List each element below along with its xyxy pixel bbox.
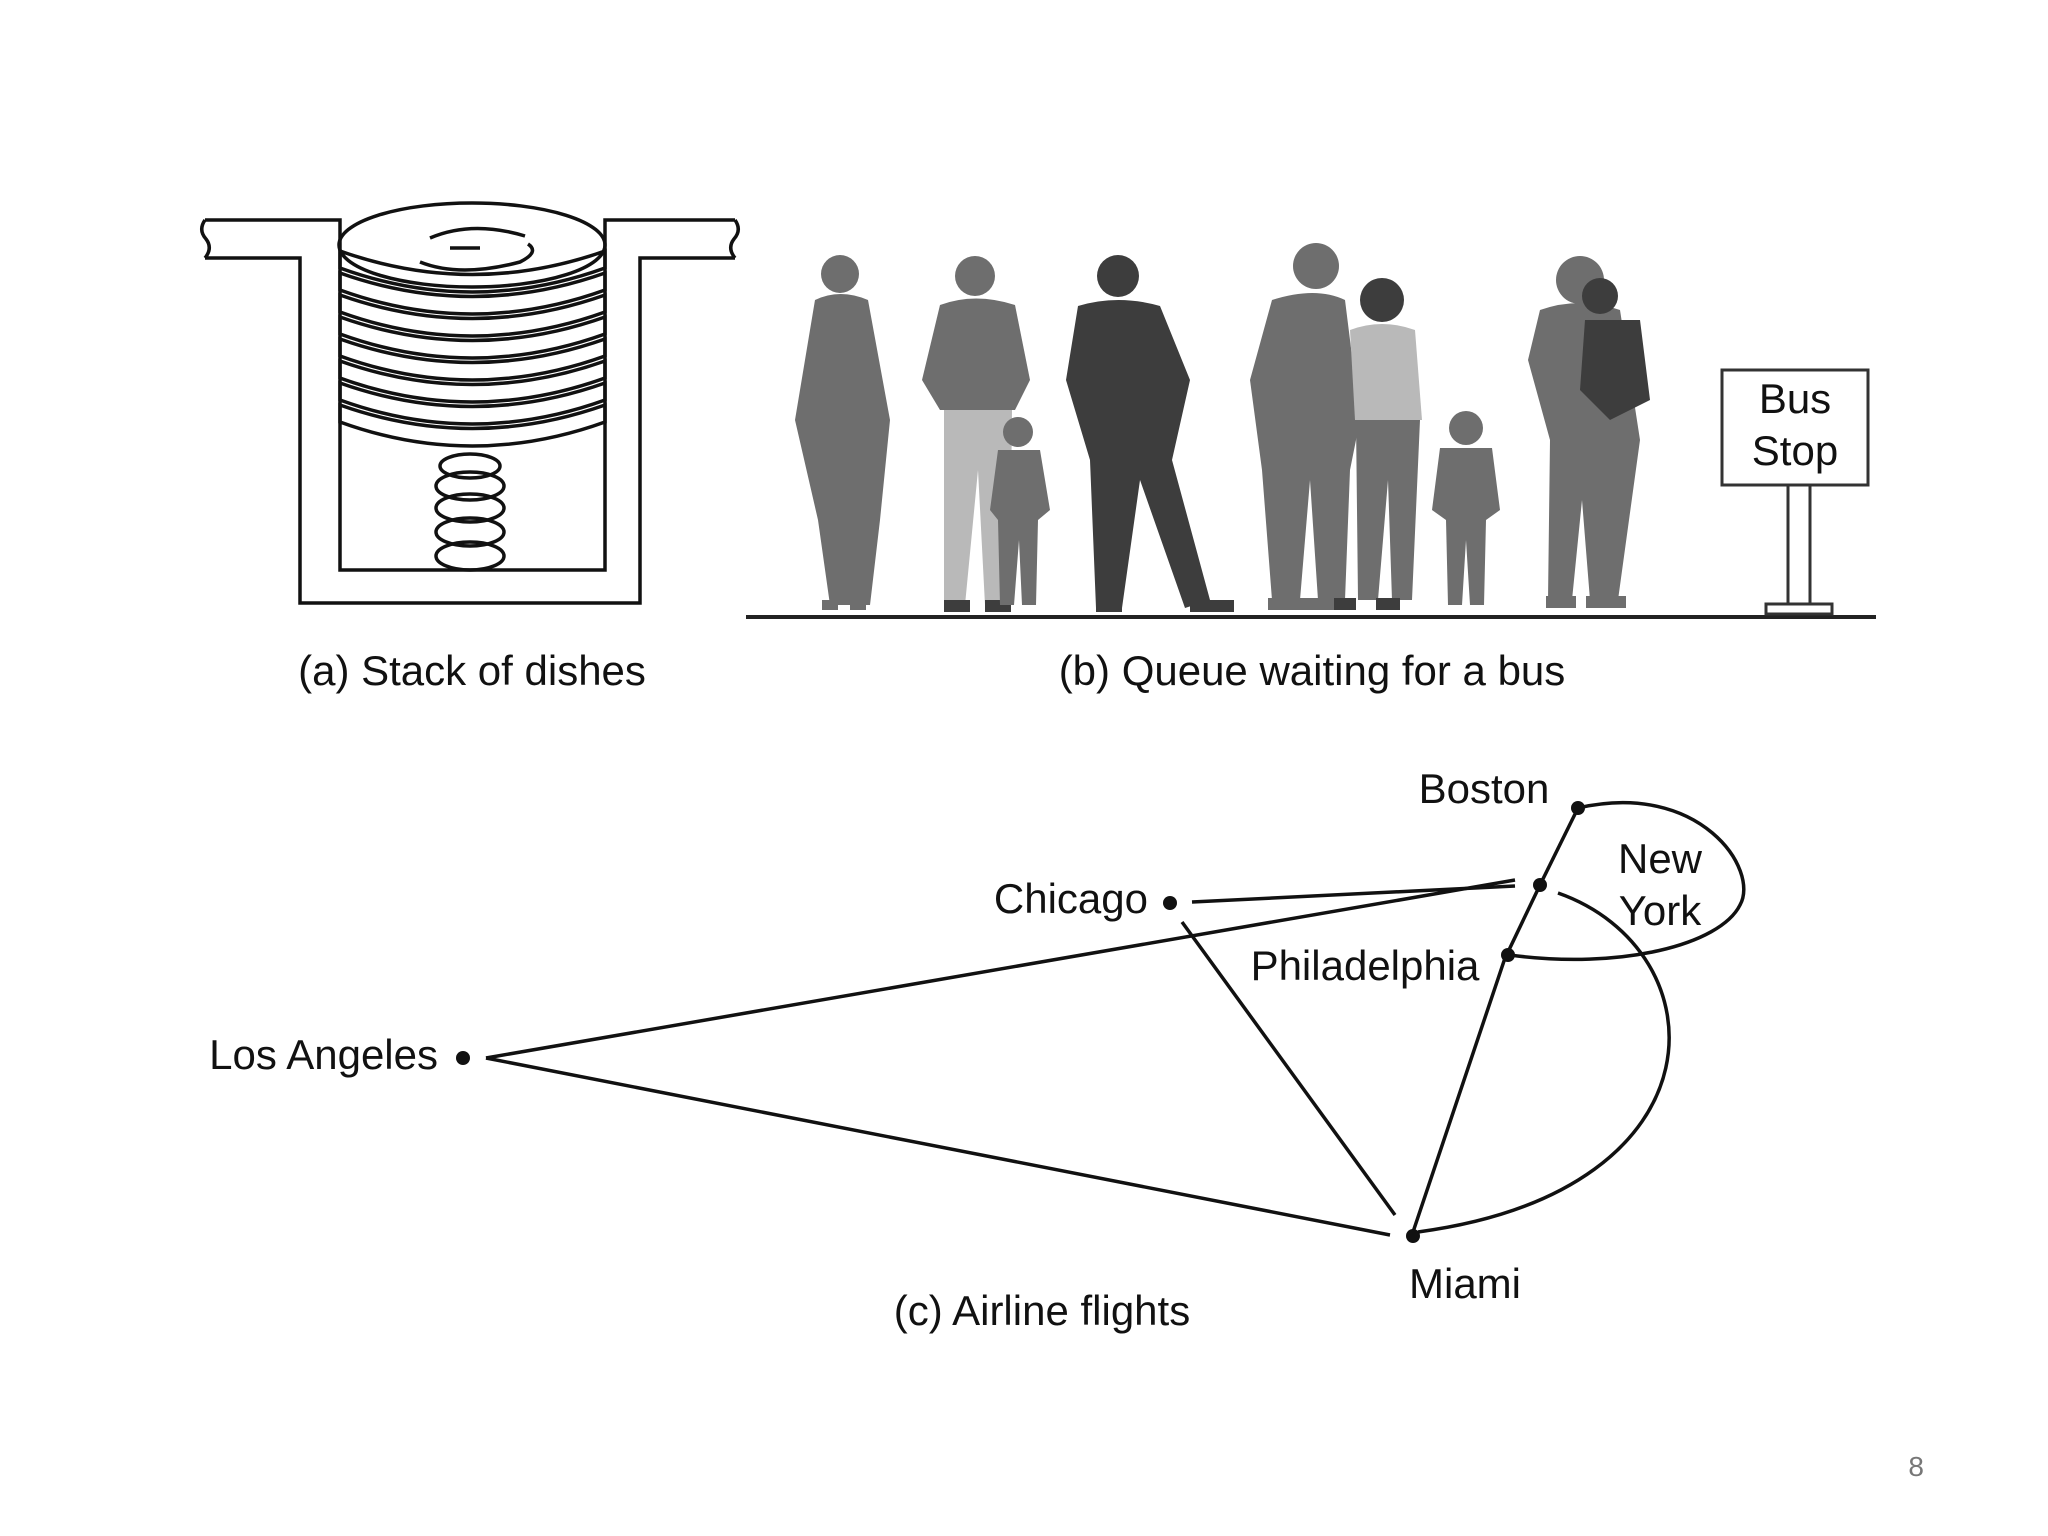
person-man-light: [922, 256, 1030, 612]
label-new-york-line-1: New: [1618, 835, 1703, 882]
label-chicago: Chicago: [994, 875, 1148, 922]
edge-los-angeles-new-york: [485, 878, 1516, 1060]
edge-los-angeles-miami: [485, 1056, 1391, 1237]
node-new-york: [1533, 878, 1547, 892]
person-woman-sari: [795, 255, 890, 610]
node-philadelphia: [1501, 948, 1515, 962]
node-boston: [1571, 801, 1585, 815]
caption-stack: (a) Stack of dishes: [298, 647, 646, 694]
node-chicago: [1163, 896, 1177, 910]
person-woman-carrying-child: [1528, 256, 1650, 608]
edge-chicago-new-york: [1191, 884, 1516, 904]
person-man-grey: [1250, 243, 1360, 610]
counter-break-right: [729, 218, 740, 260]
bus-stop-sign-line-2: Stop: [1752, 427, 1838, 474]
bus-stop-sign: [1720, 368, 1870, 616]
person-child-1: [990, 417, 1050, 605]
label-miami: Miami: [1409, 1260, 1521, 1307]
caption-flights: (c) Airline flights: [894, 1287, 1190, 1334]
label-boston: Boston: [1419, 765, 1550, 812]
edge-new-york-miami-arc: [1417, 891, 1671, 1234]
label-los-angeles: Los Angeles: [209, 1031, 438, 1078]
stack-of-dishes-illustration: [200, 201, 740, 605]
edge-boston-new-york: [1538, 807, 1580, 886]
node-miami: [1406, 1229, 1420, 1243]
edge-philadelphia-miami: [1410, 957, 1507, 1236]
edge-new-york-philadelphia: [1506, 884, 1542, 953]
person-man-suit: [1066, 255, 1234, 612]
dish-stack: [337, 201, 607, 448]
page-number: 8: [1908, 1451, 1924, 1482]
bus-stop-sign-line-1: Bus: [1759, 375, 1831, 422]
spring: [434, 452, 506, 572]
label-new-york-line-2: York: [1619, 887, 1703, 934]
person-woman-white: [1334, 278, 1422, 610]
label-philadelphia: Philadelphia: [1251, 942, 1480, 989]
caption-queue: (b) Queue waiting for a bus: [1059, 647, 1566, 694]
bus-queue-illustration: Bus Stop: [746, 243, 1876, 619]
node-los-angeles: [456, 1051, 470, 1065]
counter-break-left: [200, 218, 211, 260]
airline-flights-graph: Boston New York Chicago Philadelphia Los…: [209, 765, 1746, 1307]
person-child-2: [1432, 411, 1500, 605]
edge-boston-philadelphia-loop: [1509, 800, 1746, 962]
edge-chicago-miami: [1180, 920, 1397, 1217]
